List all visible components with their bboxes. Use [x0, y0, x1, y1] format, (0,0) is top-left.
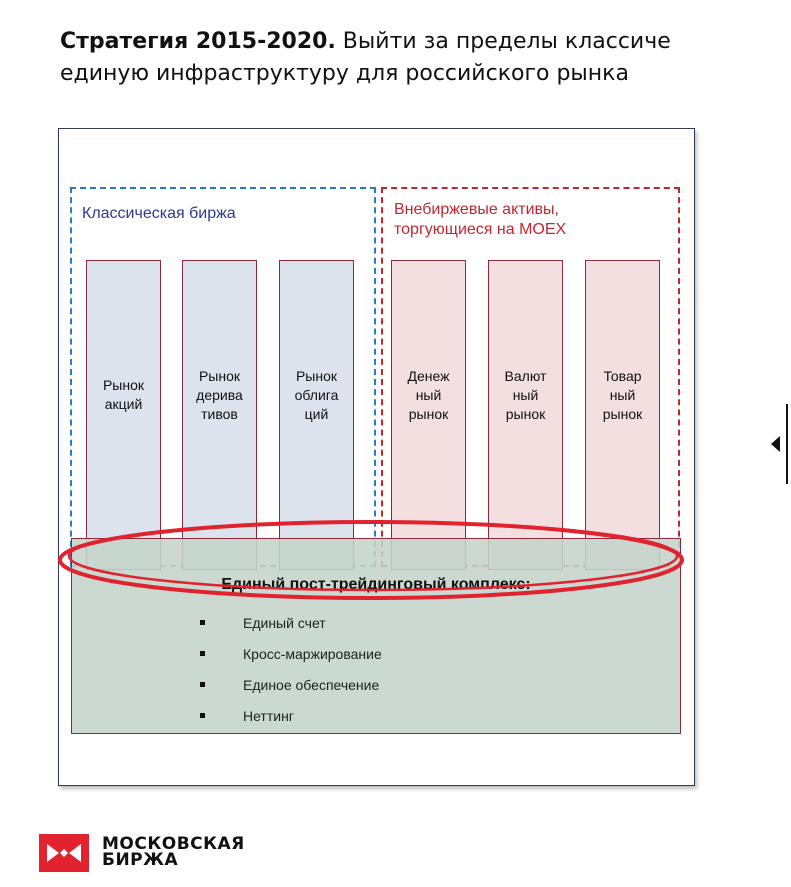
- market-equities: Рынок акций: [86, 260, 161, 570]
- title-rest: Выйти за пределы классиче: [335, 29, 671, 54]
- bullet-icon: [200, 651, 205, 656]
- title-bold: Стратегия 2015-2020.: [60, 29, 336, 54]
- moex-logo-text: МОСКОВСКАЯ БИРЖА: [102, 834, 245, 870]
- otc-label-line1: Внебиржевые активы,: [394, 201, 559, 218]
- market-label: Денеж ный рынок: [407, 367, 450, 422]
- list-item: Неттинг: [197, 706, 382, 737]
- list-item-label: Неттинг: [243, 708, 294, 724]
- bullet-icon: [200, 682, 205, 687]
- market-commodities: Товар ный рынок: [585, 260, 660, 570]
- list-item-label: Единый счет: [243, 615, 326, 631]
- market-label: Рынок дерива тивов: [196, 367, 243, 422]
- market-label: Рынок облига ций: [294, 367, 339, 422]
- market-label: Товар ный рынок: [602, 367, 643, 422]
- market-money: Денеж ный рынок: [391, 260, 466, 570]
- nav-divider: [786, 404, 788, 484]
- title-line2: единую инфраструктуру для российского ры…: [60, 61, 629, 86]
- bullet-icon: [200, 620, 205, 625]
- list-item: Единый счет: [197, 613, 382, 644]
- list-item: Кросс-маржирование: [197, 644, 382, 675]
- bullet-icon: [200, 713, 205, 718]
- slide-title: Стратегия 2015-2020. Выйти за пределы кл…: [60, 26, 791, 90]
- post-trade-title: Единый пост-трейдинговый комплекс:: [221, 576, 531, 593]
- market-fx: Валют ный рынок: [488, 260, 563, 570]
- market-label: Рынок акций: [102, 377, 145, 412]
- logo-line1: МОСКОВСКАЯ: [102, 834, 245, 854]
- market-label: Валют ный рынок: [504, 367, 547, 422]
- classic-exchange-label: Классическая биржа: [82, 205, 236, 222]
- arrow-left-icon[interactable]: [771, 436, 780, 452]
- market-derivatives: Рынок дерива тивов: [182, 260, 257, 570]
- list-item-label: Единое обеспечение: [243, 677, 380, 693]
- moex-logo-icon: [39, 834, 89, 872]
- market-bonds: Рынок облига ций: [279, 260, 354, 570]
- otc-assets-label: Внебиржевые активы, торгующиеся на MOEX: [394, 200, 566, 240]
- otc-label-line2: торгующиеся на MOEX: [394, 221, 567, 238]
- list-item-label: Кросс-маржирование: [243, 646, 382, 662]
- post-trade-list: Единый счет Кросс-маржирование Единое об…: [197, 613, 382, 737]
- list-item: Единое обеспечение: [197, 675, 382, 706]
- logo-line2: БИРЖА: [102, 850, 179, 870]
